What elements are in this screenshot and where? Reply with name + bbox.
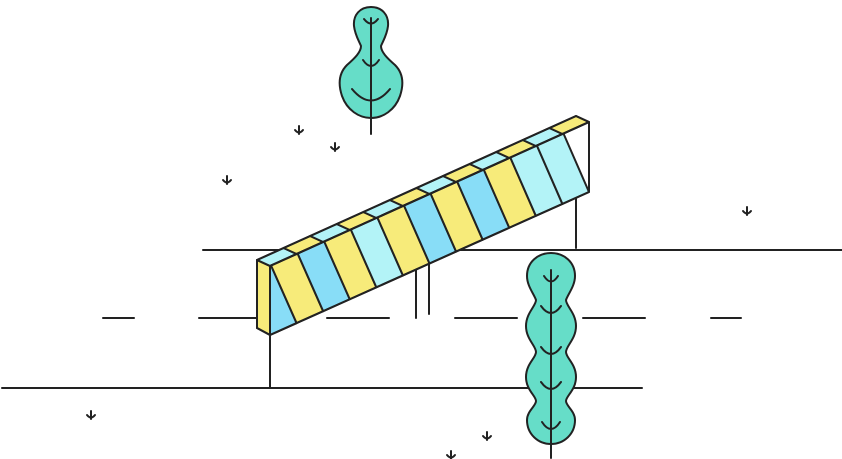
grass-sprout-icon (742, 206, 752, 216)
grass-sprout-icon (222, 175, 232, 185)
grass-sprouts (86, 125, 752, 459)
barrier-gate-icon (256, 115, 590, 337)
barrier-front-stripes (269, 132, 590, 337)
grass-sprout-icon (294, 125, 304, 135)
grass-sprout-icon (482, 431, 492, 441)
tree-icon (338, 6, 404, 135)
barrier-end-cap (256, 259, 271, 336)
grass-sprout-icon (86, 410, 96, 420)
grass-sprout-icon (330, 142, 340, 152)
road (1, 249, 842, 389)
tree-icon (525, 252, 577, 459)
barrier-top-outline (256, 115, 590, 267)
grass-sprout-icon (446, 450, 456, 459)
